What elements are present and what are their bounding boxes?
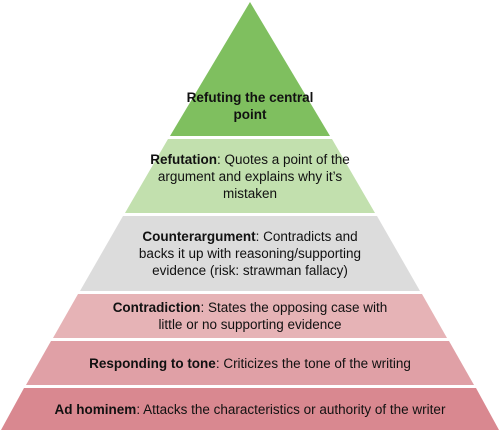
tier-shape-responding-to-tone <box>26 341 474 385</box>
tier-label-responding-to-tone: Responding to tone: Criticizes the tone … <box>89 355 411 371</box>
tier-shape-counterargument <box>80 216 420 291</box>
tier-label-counterargument: Counterargument: Contradicts and backs i… <box>138 228 362 278</box>
tier-shape-refutation <box>125 139 375 213</box>
tier-shape-ad-hominem <box>1 388 499 430</box>
tier-label-refutation: Refutation: Quotes a point of the argume… <box>150 151 350 201</box>
tier-label-ad-hominem: Ad hominem: Attacks the characteristics … <box>54 401 446 417</box>
tier-label-refuting-central-point: Refuting the central point <box>186 90 314 122</box>
tier-shape-contradiction <box>53 294 447 338</box>
tier-shape-refuting-central-point <box>170 2 330 136</box>
tier-label-contradiction: Contradiction: States the opposing case … <box>112 300 388 332</box>
